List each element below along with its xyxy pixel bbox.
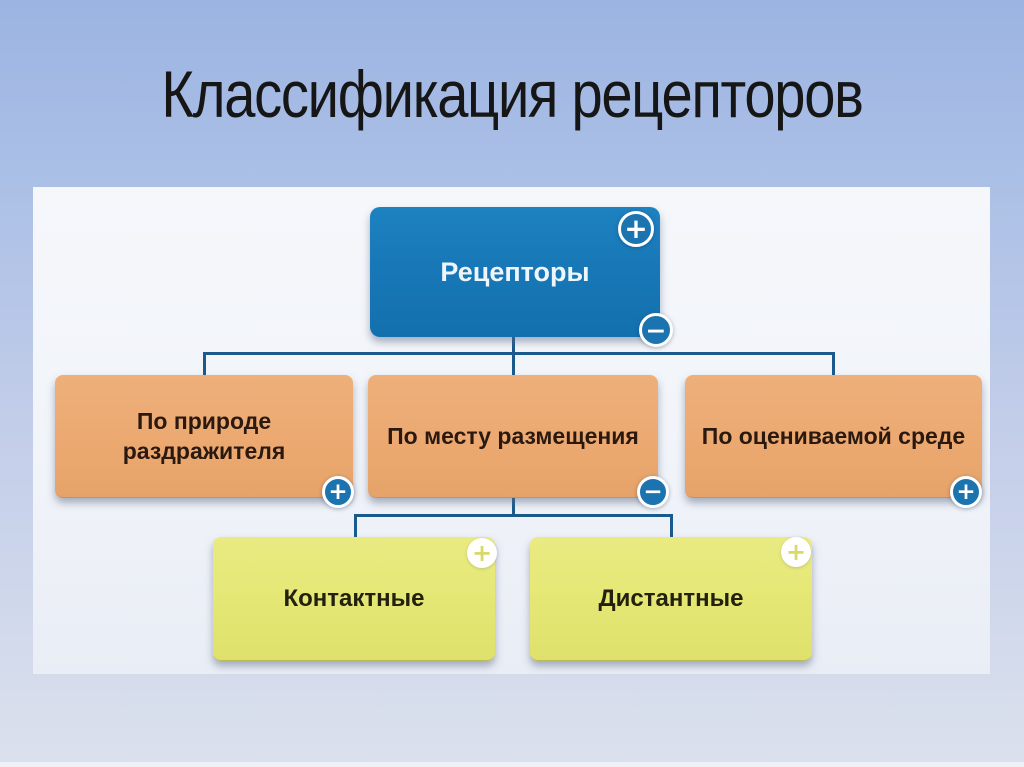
node-contact-label: Контактные <box>283 584 425 612</box>
node-by-placement[interactable]: По месту размещения − <box>368 375 669 508</box>
connector-level2-rail <box>203 352 835 355</box>
node-distant[interactable]: + Дистантные <box>530 537 812 661</box>
connector-level2-stub-left <box>203 352 206 376</box>
connector-level2-stub-middle <box>512 352 515 376</box>
connector-level2-stub-right <box>832 352 835 376</box>
connector-level3-stub-left <box>354 514 357 538</box>
connector-root-down <box>512 337 515 355</box>
node-by-assessed-medium-label: По оцениваемой среде <box>701 423 966 449</box>
node-contact[interactable]: + Контактные <box>213 537 497 661</box>
node-by-stimulus-nature[interactable]: По природе раздражителя + <box>55 375 354 508</box>
minus-icon[interactable]: − <box>637 476 669 508</box>
connector-middle-down <box>512 497 515 517</box>
slide-bottom-highlight <box>0 762 1024 767</box>
plus-icon[interactable]: + <box>322 476 354 508</box>
node-distant-label: Дистантные <box>598 584 744 612</box>
plus-icon[interactable]: + <box>781 537 811 567</box>
plus-icon[interactable]: + <box>467 538 497 568</box>
node-receptors-label: Рецепторы <box>440 256 590 287</box>
node-receptors[interactable]: + Рецепторы − <box>370 207 673 347</box>
slide-title: Классификация рецепторов <box>161 57 864 131</box>
connector-level3-rail <box>354 514 673 517</box>
node-by-stimulus-nature-label: По природе раздражителя <box>122 408 286 464</box>
plus-icon[interactable]: + <box>950 476 982 508</box>
node-by-placement-label: По месту размещения <box>387 423 639 449</box>
minus-icon[interactable]: − <box>639 313 673 347</box>
plus-icon[interactable]: + <box>618 211 654 247</box>
connector-level3-stub-right <box>670 514 673 538</box>
node-by-assessed-medium[interactable]: По оцениваемой среде + <box>685 375 982 508</box>
